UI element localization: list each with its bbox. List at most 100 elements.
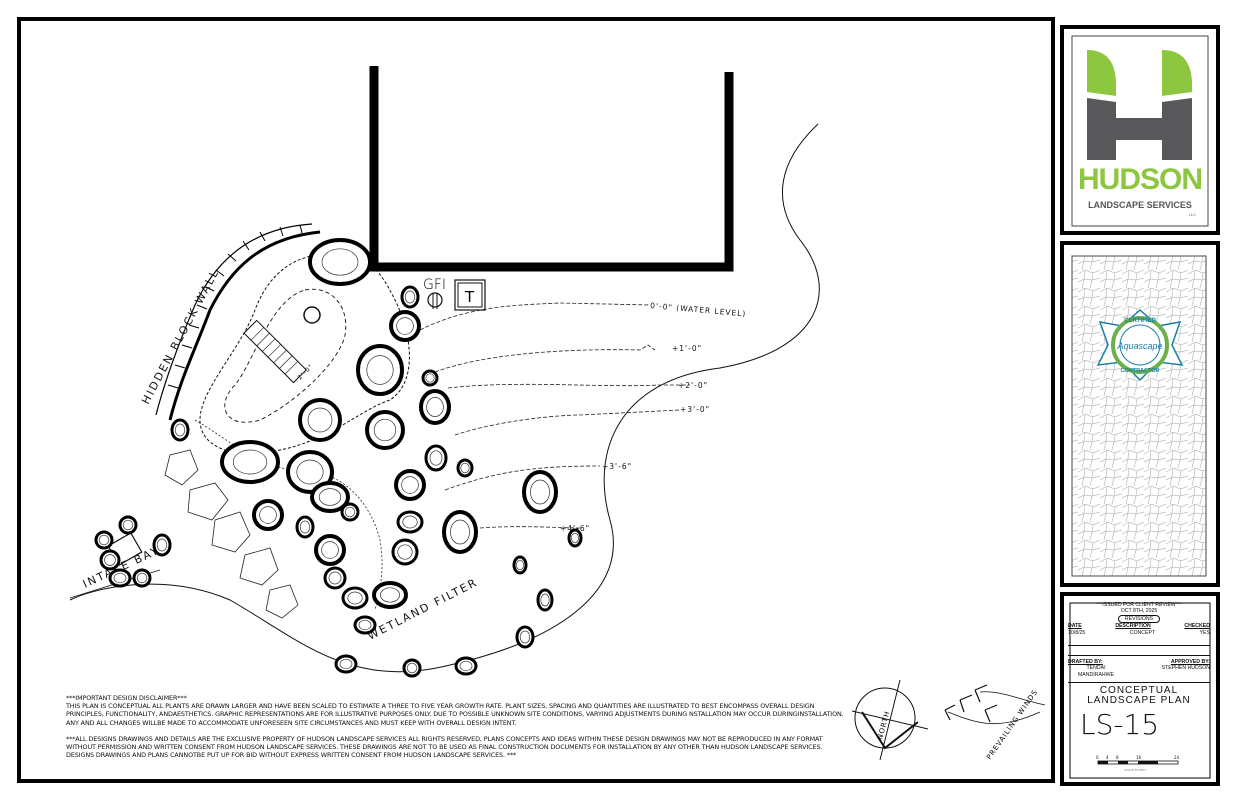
boulder (421, 369, 439, 387)
boulder (402, 658, 422, 678)
design-disclaimer: ***IMPORTANT DESIGN DISCLAIMER*** THIS P… (66, 694, 846, 767)
boulder-contour (307, 407, 333, 433)
boulder-contour (296, 459, 324, 485)
boulder (512, 555, 528, 575)
boulders (94, 238, 583, 678)
boulder-contour (402, 515, 418, 529)
logo-name: HUDSON (1077, 163, 1203, 196)
boulder (365, 410, 405, 450)
elevation-4-6-label: +4'-6" (560, 524, 590, 533)
badge-top-text: CERTIFIED (1124, 318, 1156, 324)
boulder (295, 515, 315, 539)
logo-subtitle: LANDSCAPE SERVICES (1088, 200, 1192, 210)
boulder (353, 615, 377, 635)
water-level-label: 0'-0" (WATER LEVEL) (650, 301, 747, 318)
boulder-contour (122, 519, 134, 531)
boulder-contour (396, 317, 414, 335)
plan-title: CONCEPTUAL LANDSCAPE PLAN (1068, 682, 1210, 706)
boulder (424, 444, 448, 472)
boulder-contour (299, 520, 311, 534)
hudson-logo: HUDSON LANDSCAPE SERVICES LLC (1074, 38, 1206, 224)
boulder (152, 533, 172, 557)
boulder-contour (136, 572, 148, 584)
boulder-contour (401, 476, 419, 494)
revision-date: 10/8/25 (1068, 629, 1086, 636)
approved-by-label: APPROVED BY: (1170, 659, 1210, 666)
boulder (567, 528, 583, 548)
boulder-contour (530, 479, 550, 505)
boulder-contour (540, 593, 550, 607)
boulder (396, 510, 424, 534)
disclaimer-heading: ***IMPORTANT DESIGN DISCLAIMER*** (66, 694, 187, 702)
boulder-contour (406, 662, 418, 674)
boulder (456, 458, 474, 478)
boulder (334, 654, 358, 674)
boulder (298, 398, 342, 442)
badge-bottom-text: CONTRACTOR (1120, 368, 1159, 374)
boulder (170, 418, 190, 442)
scale-tick: 8 (1116, 755, 1119, 760)
boulder (314, 534, 346, 566)
boulder (372, 581, 408, 609)
scale-tick: 4 (1106, 755, 1109, 760)
prevailing-winds-icon (944, 684, 1046, 725)
stream (194, 419, 383, 611)
drafted-by-label: DRAFTED BY: (1068, 659, 1103, 666)
boulder (340, 502, 360, 522)
timer-box (454, 279, 486, 311)
boulder (99, 549, 121, 571)
boulder-contour (366, 355, 394, 385)
boulder-contour (426, 397, 444, 417)
boulder (454, 656, 478, 676)
boulder (108, 568, 132, 588)
north-arrow (851, 679, 929, 761)
drafted-by: TENDAI MANDIRAHWE (1077, 665, 1115, 678)
boulder-contour (404, 290, 416, 304)
boulder (394, 469, 426, 501)
elevation-1-label: +1'-0" (672, 344, 702, 353)
boulder-contour (259, 506, 277, 524)
logo-suffix: LLC (1188, 212, 1196, 217)
boulder (442, 510, 478, 554)
col-date: DATE (1068, 623, 1082, 630)
revisions-label: REVISIONS (1117, 614, 1161, 624)
boulder-contour (156, 538, 168, 552)
boulder-contour (460, 462, 470, 474)
boulder-contour (321, 541, 339, 559)
approved-by: STEPHEN HUDSON (1161, 665, 1210, 672)
boulder (323, 566, 347, 590)
contour-lines (419, 302, 690, 529)
boulder-contour (450, 519, 470, 545)
badge-brand-text: Aquascape (1116, 341, 1162, 351)
hudson-logo-mark (1087, 50, 1192, 160)
house-outline (369, 66, 734, 272)
boulder (400, 285, 420, 309)
boulder (419, 389, 451, 425)
scale-tick: 16 (1136, 755, 1142, 760)
boulder (308, 238, 372, 286)
title-panel-border (1060, 592, 1220, 786)
boulder (522, 470, 558, 514)
boulder-contour (397, 544, 413, 560)
boulder-contour (328, 571, 342, 585)
sheet-number: LS-15 (1080, 708, 1160, 742)
boulder (118, 515, 138, 535)
prevailing-winds-label: PREVAILING WINDS (985, 688, 1040, 761)
badge-panel-border (1060, 241, 1220, 587)
boulder (310, 481, 350, 513)
boulder-contour (113, 572, 127, 584)
sheet-border (17, 17, 1055, 783)
boulder (391, 538, 419, 566)
scale-tick: 24 (1174, 755, 1180, 760)
boulder (286, 450, 334, 494)
disclaimer-body: THIS PLAN IS CONCEPTUAL ALL PLANTS ARE D… (66, 702, 844, 727)
scale-bar: 0 4 8 16 24 SCALE IN FEET (1096, 755, 1180, 772)
boulder-contour (98, 534, 110, 546)
timer-label: T (464, 288, 475, 306)
col-checked: CHECKED (1184, 623, 1210, 630)
elevation-3-6-label: +3'-6" (602, 462, 632, 471)
stepping-stone-bridge (243, 319, 307, 384)
boulder (94, 530, 114, 550)
revision-description: CONCEPT (1129, 629, 1156, 636)
logo-panel-border (1060, 25, 1220, 235)
